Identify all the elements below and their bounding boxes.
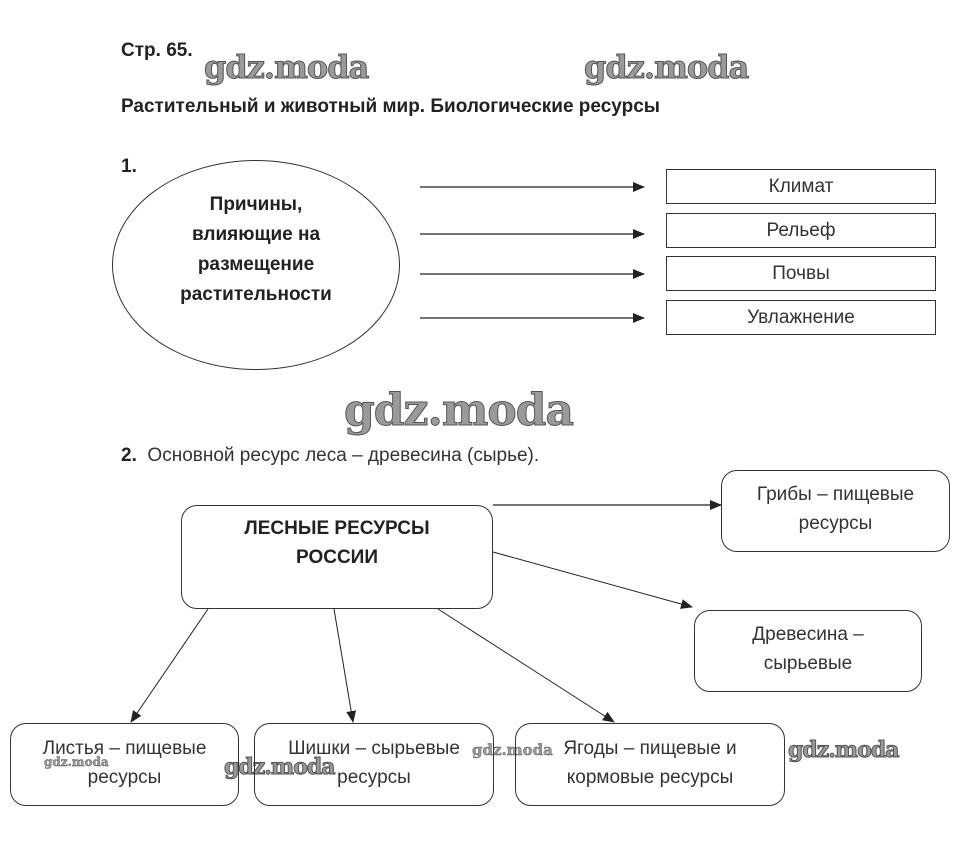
node-line: Шишки – сырьевые (288, 738, 460, 759)
node-line: Ягоды – пищевые и (563, 738, 737, 759)
node-line: ЛЕСНЫЕ РЕСУРСЫ (244, 518, 430, 539)
causes-ellipse (112, 160, 400, 370)
task-2-statement-row: 2. Основной ресурс леса – древесина (сыр… (121, 445, 539, 467)
node-cones: Шишки – сырьевые ресурсы (254, 723, 494, 806)
task-1-number: 1. (121, 156, 137, 177)
factor-box-moisture: Увлажнение (666, 300, 936, 335)
watermark: gdz.moda (44, 755, 109, 769)
arrow-to-wood (492, 551, 693, 609)
factor-box-soil: Почвы (666, 256, 936, 291)
node-line: Листья – пищевые (42, 738, 207, 759)
causes-line: растительности (180, 284, 332, 305)
node-line: кормовые ресурсы (566, 767, 734, 788)
page-reference: Стр. 65. (121, 40, 193, 61)
causes-line: размещение (197, 254, 315, 275)
causes-ellipse-text: Причины, влияющие на размещение растител… (112, 190, 400, 310)
task-2-number: 2. (121, 445, 137, 466)
node-leaves: Листья – пищевые ресурсы (10, 723, 239, 806)
node-line: РОССИИ (296, 547, 378, 568)
node-line: Грибы – пищевые (756, 484, 915, 505)
watermark: gdz.moda (788, 737, 901, 764)
arrow-to-cones (333, 608, 357, 723)
factor-box-relief: Рельеф (666, 213, 936, 248)
node-line: ресурсы (337, 767, 411, 788)
watermark: gdz.moda (583, 48, 749, 87)
watermark: gdz.moda (224, 754, 337, 781)
section-title: Растительный и животный мир. Биологическ… (121, 96, 661, 117)
factor-box-climate: Климат (666, 169, 936, 204)
watermark: gdz.moda (343, 385, 574, 437)
node-line: сырьевые (763, 653, 853, 674)
arrow-to-berries (437, 608, 615, 723)
causes-line: влияющие на (191, 224, 321, 245)
arrow-to-leaves (130, 608, 209, 723)
node-line: Древесина – (752, 624, 864, 645)
watermark: gdz.moda (472, 741, 553, 759)
causes-line: Причины, (209, 194, 303, 215)
forest-resources-node: ЛЕСНЫЕ РЕСУРСЫ РОССИИ (181, 505, 493, 609)
watermark: gdz.moda (203, 48, 369, 87)
node-line: ресурсы (798, 513, 873, 534)
node-wood: Древесина – сырьевые (694, 610, 922, 692)
node-berries: Ягоды – пищевые и кормовые ресурсы (515, 723, 785, 806)
node-mushrooms: Грибы – пищевые ресурсы (721, 470, 950, 552)
node-line: ресурсы (87, 767, 162, 788)
task-2-statement: Основной ресурс леса – древесина (сырье)… (147, 445, 540, 466)
